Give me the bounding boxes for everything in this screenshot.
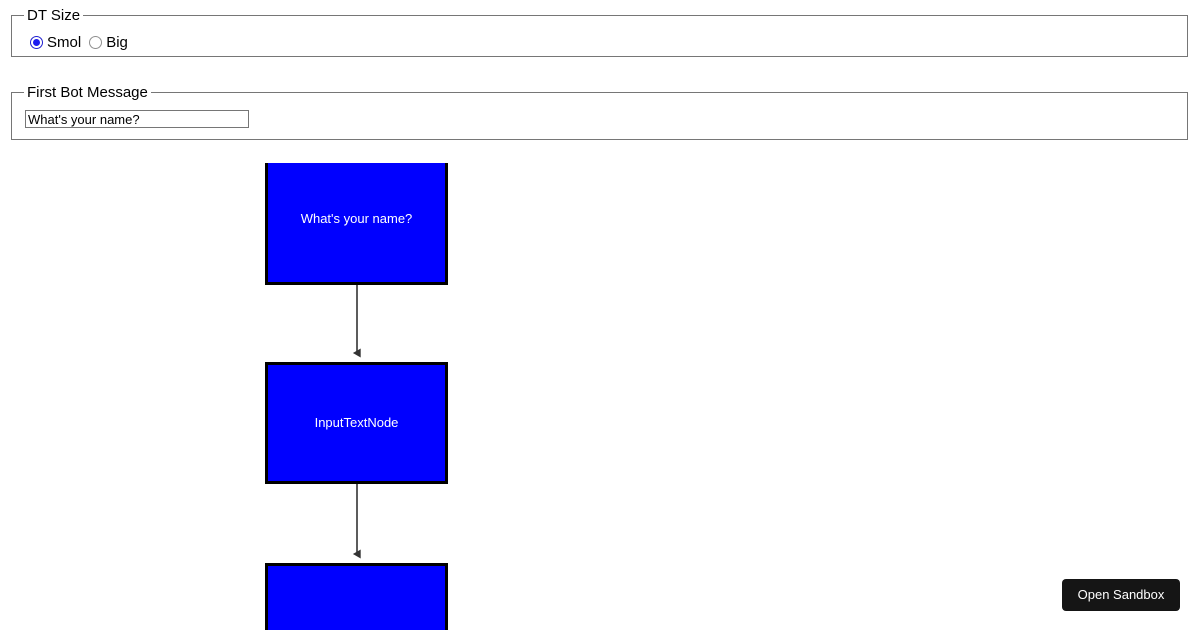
flow-canvas[interactable]: What's your name? InputTextNode BranchNo… [0, 148, 1200, 630]
first-bot-message-body [12, 93, 1187, 139]
flow-node-label: InputTextNode [314, 415, 399, 430]
radio-option-big[interactable]: Big [89, 34, 128, 51]
radio-smol-label: Smol [47, 34, 82, 51]
dt-size-legend: DT Size [24, 7, 84, 24]
radio-smol-indicator[interactable] [30, 36, 43, 49]
dt-size-body: Smol Big [12, 16, 1187, 56]
first-bot-message-input[interactable] [25, 110, 249, 128]
first-bot-message-fieldset: First Bot Message [11, 84, 1188, 140]
radio-big-label: Big [106, 34, 128, 51]
flow-node-input-text[interactable]: InputTextNode [265, 362, 448, 484]
flow-node-label: What's your name? [300, 210, 413, 226]
dt-size-fieldset: DT Size Smol Big [11, 7, 1188, 57]
open-sandbox-button[interactable]: Open Sandbox [1062, 579, 1180, 611]
flow-edges-layer [352, 285, 361, 559]
dt-size-radio-group: Smol Big [30, 34, 136, 51]
flow-node-branch[interactable]: BranchNode [265, 563, 448, 630]
flow-node-bot-message[interactable]: What's your name? [265, 163, 448, 285]
first-bot-message-legend: First Bot Message [24, 84, 151, 101]
radio-big-indicator[interactable] [89, 36, 103, 49]
radio-option-smol[interactable]: Smol [30, 34, 81, 51]
